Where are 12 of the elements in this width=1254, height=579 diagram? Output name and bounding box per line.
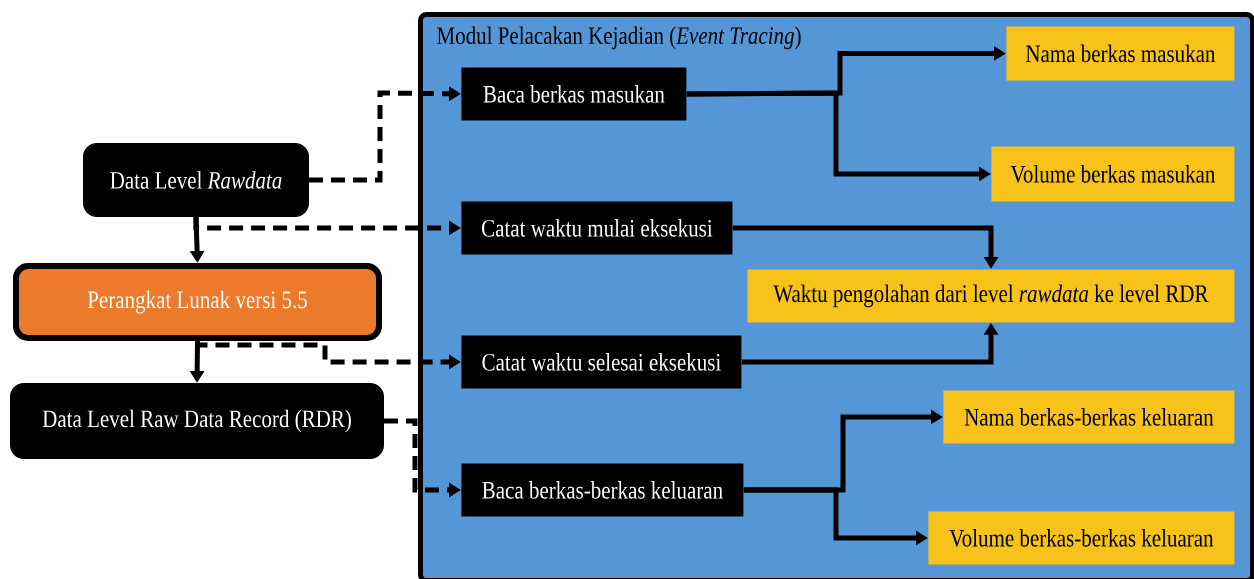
output-box: Nama berkas masukan (1006, 26, 1235, 81)
output-box: Volume berkas masukan (991, 146, 1235, 202)
output-box: Nama berkas-berkas keluaran (943, 390, 1235, 444)
software-box: Perangkat Lunak versi 5.5 (13, 263, 382, 341)
process-box: Catat waktu mulai eksekusi (461, 201, 733, 255)
process-box: Baca berkas masukan (461, 67, 687, 121)
process-box: Catat waktu selesai eksekusi (461, 335, 742, 389)
data-box: Data Level Rawdata (83, 143, 309, 217)
output-box: Volume berkas-berkas keluaran (928, 511, 1235, 565)
process-box: Baca berkas-berkas keluaran (461, 463, 744, 517)
output-box: Waktu pengolahan dari level rawdata ke level RDR (747, 269, 1235, 323)
data-box: Data Level Raw Data Record (RDR) (10, 383, 384, 459)
